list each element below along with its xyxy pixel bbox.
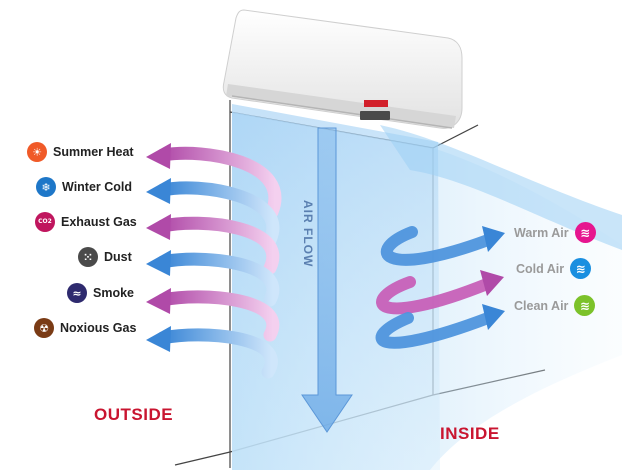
cold-waves-icon: ≋ bbox=[570, 258, 592, 279]
outside-arrowhead-6 bbox=[146, 326, 171, 352]
inside-arrow-2 bbox=[376, 276, 493, 315]
inside-arrowhead-2 bbox=[480, 270, 504, 296]
outside-item-label: Exhaust Gas bbox=[61, 215, 137, 229]
outside-arrows bbox=[146, 143, 282, 379]
outside-item-dust: ⁙ Dust bbox=[78, 247, 132, 267]
outside-arrow-5 bbox=[156, 290, 280, 342]
outside-item-label: Dust bbox=[104, 250, 132, 264]
inside-item-clean-air: Clean Air ≋ bbox=[514, 295, 596, 316]
control-panel bbox=[360, 111, 390, 120]
snowflake-icon: ❄ bbox=[36, 177, 56, 197]
outside-arrow-4 bbox=[156, 252, 280, 307]
outside-item-label: Summer Heat bbox=[53, 145, 134, 159]
inside-arrowhead-3 bbox=[482, 304, 505, 330]
outside-item-summer-heat: ☀ Summer Heat bbox=[27, 142, 134, 162]
outside-item-label: Winter Cold bbox=[62, 180, 133, 194]
outside-arrow-3 bbox=[156, 216, 280, 275]
outside-label: OUTSIDE bbox=[94, 405, 174, 424]
outside-item-label: Noxious Gas bbox=[60, 321, 137, 335]
smoke-icon: ≈ bbox=[67, 283, 87, 303]
radiation-icon: ☢ bbox=[34, 318, 54, 338]
outside-arrowhead-3 bbox=[146, 214, 171, 240]
warm-waves-icon: ≋ bbox=[574, 222, 596, 243]
outside-arrowhead-5 bbox=[146, 288, 171, 314]
outside-arrow-6 bbox=[156, 328, 278, 379]
inside-item-label: Cold Air bbox=[516, 261, 565, 276]
outside-item-winter-cold: ❄ Winter Cold bbox=[36, 177, 132, 197]
outside-arrow-1 bbox=[156, 146, 282, 219]
inside-arrow-1 bbox=[380, 226, 494, 266]
brand-badge bbox=[364, 100, 388, 107]
inside-item-warm-air: Warm Air ≋ bbox=[514, 222, 596, 243]
inside-item-label: Clean Air bbox=[514, 298, 569, 313]
outside-arrowhead-2 bbox=[146, 178, 171, 204]
outside-item-label: Smoke bbox=[93, 286, 134, 300]
co2-icon: CO2 bbox=[35, 212, 55, 232]
outside-arrow-2 bbox=[156, 181, 280, 247]
air-curtain-unit bbox=[222, 9, 463, 129]
air-flow-label: AIR FLOW bbox=[301, 200, 315, 268]
sun-icon: ☀ bbox=[27, 142, 47, 162]
outside-item-smoke: ≈ Smoke bbox=[67, 283, 134, 303]
air-flow-arrow bbox=[301, 127, 353, 433]
outside-item-noxious-gas: ☢ Noxious Gas bbox=[34, 318, 136, 338]
inside-arrows bbox=[375, 226, 505, 349]
inside-item-label: Warm Air bbox=[514, 225, 569, 240]
outside-item-exhaust-gas: CO2 Exhaust Gas bbox=[35, 212, 137, 232]
inside-label: INSIDE bbox=[440, 424, 500, 443]
outside-arrowhead-1 bbox=[146, 143, 171, 169]
air-curtain-edge bbox=[380, 125, 622, 250]
inside-arrow-3 bbox=[375, 312, 494, 349]
outside-arrowhead-4 bbox=[146, 250, 171, 276]
dust-icon: ⁙ bbox=[78, 247, 98, 267]
inside-arrowhead-1 bbox=[482, 226, 505, 252]
clean-waves-icon: ≋ bbox=[574, 295, 596, 316]
inside-item-cold-air: Cold Air ≋ bbox=[516, 258, 592, 279]
